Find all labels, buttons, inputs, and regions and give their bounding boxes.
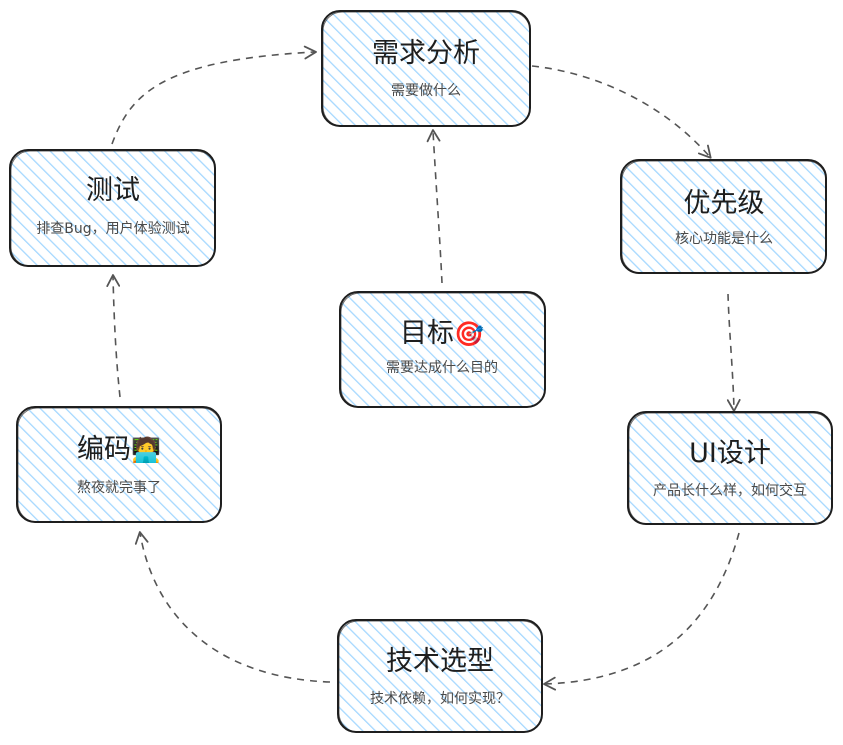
coder-emoji-icon: 🧑‍💻 [131,435,161,464]
node-description: 需要做什么 [391,83,461,99]
node-description: 排查Bug，用户体验测试 [36,220,189,237]
node-ui-design[interactable]: UI设计 产品长什么样，如何交互 [627,411,833,525]
node-title: 编码🧑‍💻 [77,434,161,465]
node-title: 优先级 [684,188,765,219]
node-tech-selection[interactable]: 技术选型 技术依赖，如何实现？ [337,619,543,733]
target-emoji-icon: 🎯 [454,320,484,348]
node-title: UI设计 [689,438,771,469]
arrow-tech-selection-to-coding [134,531,331,683]
arrow-testing-to-requirements [111,45,317,145]
node-coding[interactable]: 编码🧑‍💻 熬夜就完事了 [16,406,222,523]
edges [106,45,741,691]
arrow-requirements-to-priority [531,65,712,159]
node-testing[interactable]: 测试 排查Bug，用户体验测试 [9,149,216,267]
node-priority[interactable]: 优先级 核心功能是什么 [620,159,827,274]
node-description: 核心功能是什么 [675,231,773,247]
arrow-coding-to-testing [106,274,121,398]
node-goal[interactable]: 目标🎯 需要达成什么目的 [339,291,546,408]
node-description: 需要达成什么目的 [386,360,498,376]
node-description: 熬夜就完事了 [77,480,161,496]
node-description: 技术依赖，如何实现？ [370,691,510,707]
arrow-goal-to-requirements [426,129,443,284]
node-requirements[interactable]: 需求分析 需要做什么 [321,10,531,127]
node-title: 需求分析 [372,38,480,69]
node-description: 产品长什么样，如何交互 [653,482,807,499]
node-title: 测试 [86,175,140,206]
arrow-ui-design-to-tech-selection [543,532,740,691]
arrow-priority-to-ui-design [726,293,741,412]
node-title: 目标🎯 [400,318,484,349]
node-title: 技术选型 [386,646,494,677]
